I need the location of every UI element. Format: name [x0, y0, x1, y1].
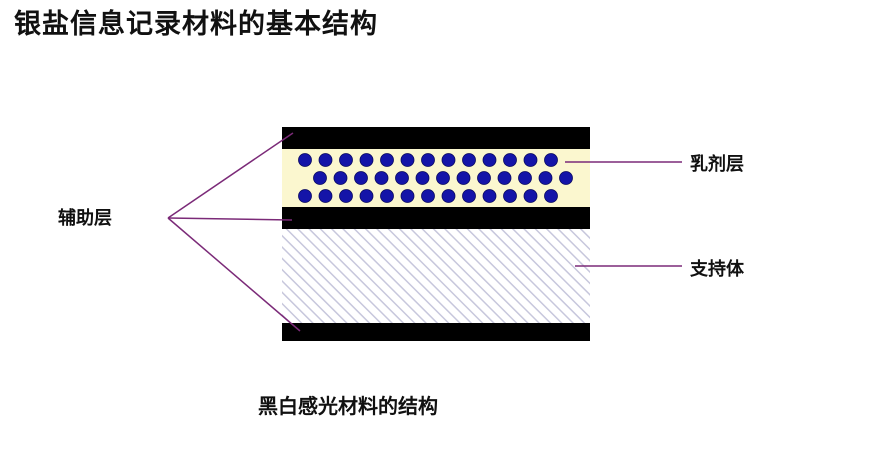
page-title: 银盐信息记录材料的基本结构: [14, 9, 378, 40]
grain-dot: [441, 189, 456, 203]
emulsion-layer-label: 乳剂层: [690, 154, 744, 175]
leader-line-aux-bottom: [167, 217, 301, 332]
grain-dot: [538, 171, 553, 185]
grain-dot: [503, 189, 517, 203]
grain-dot: [523, 189, 538, 203]
grain-dot: [482, 153, 497, 167]
grain-dot: [421, 153, 435, 167]
grain-dot: [359, 153, 374, 167]
grain-dot: [523, 153, 538, 167]
grain-dot: [298, 153, 312, 167]
grain-dot: [318, 189, 333, 203]
grain-dot: [354, 171, 368, 185]
silver-halide-grains: [298, 153, 573, 203]
grain-dot: [415, 171, 430, 185]
grain-dot: [359, 189, 374, 203]
grain-dot: [559, 171, 573, 185]
support-layer: [282, 229, 590, 323]
grain-dot: [421, 189, 435, 203]
grain-dot: [339, 189, 353, 203]
grain-dot: [380, 153, 394, 167]
bottom-backing-layer: [282, 323, 590, 341]
grain-dot: [477, 171, 491, 185]
grain-dot: [374, 171, 389, 185]
grain-dot: [544, 189, 558, 203]
leader-line-aux-top: [167, 132, 294, 219]
leader-line-aux-mid: [167, 217, 293, 221]
grain-dot: [313, 171, 327, 185]
grain-dot: [339, 153, 353, 167]
grain-dot: [436, 171, 450, 185]
grain-dot: [456, 171, 471, 185]
grain-dot: [497, 171, 512, 185]
auxiliary-layer-label: 辅助层: [58, 208, 112, 229]
grain-dot: [395, 171, 409, 185]
middle-auxiliary-layer: [282, 207, 590, 229]
grain-dot: [333, 171, 348, 185]
grain-dot: [380, 189, 394, 203]
grain-dot: [462, 153, 476, 167]
support-layer-label: 支持体: [690, 259, 744, 280]
grain-dot: [441, 153, 456, 167]
grain-dot: [298, 189, 312, 203]
grain-dot: [318, 153, 333, 167]
grain-dot: [544, 153, 558, 167]
grain-dot: [400, 189, 415, 203]
diagram-caption: 黑白感光材料的结构: [258, 394, 438, 418]
grain-dot: [462, 189, 476, 203]
grain-dot: [518, 171, 532, 185]
grain-dot: [503, 153, 517, 167]
grain-dot: [482, 189, 497, 203]
grain-dot: [400, 153, 415, 167]
top-protective-layer: [282, 127, 590, 149]
